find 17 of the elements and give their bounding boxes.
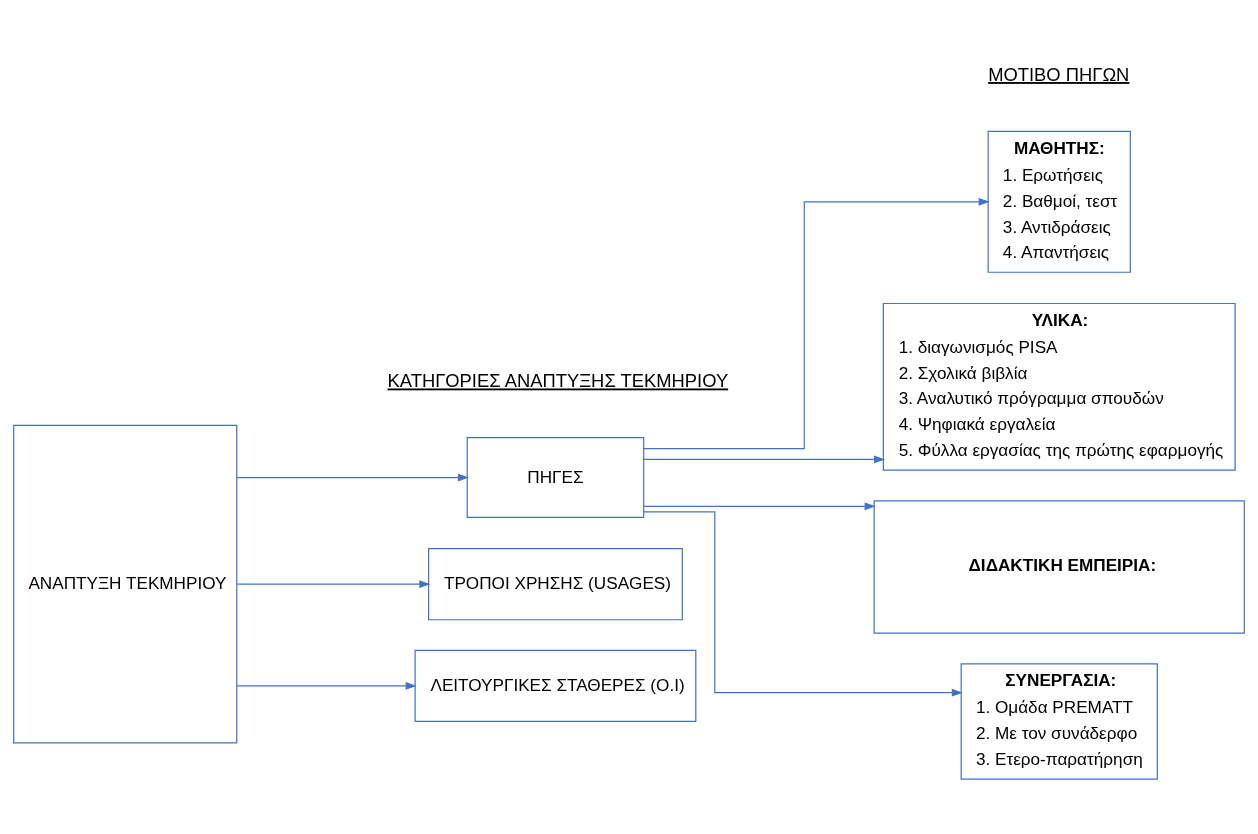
arrow bbox=[643, 197, 990, 449]
arrow bbox=[236, 681, 417, 690]
arrow bbox=[643, 455, 886, 463]
node-box: ΛΕΙΤΟΥΡΓΙΚΕΣ ΣΤΑΘΕΡΕΣ (Ο.Ι) bbox=[414, 649, 697, 722]
node-box: ΣΥΝΕΡΓΑΣΙΑ: 1. Ομάδα PREMATT 2. Με τον συνάδερφο 3. Ετερο-παρατήρηση bbox=[960, 662, 1158, 780]
arrow bbox=[236, 473, 469, 481]
node-box: ΤΡΟΠΟΙ ΧΡΗΣΗΣ (USAGES) bbox=[427, 547, 683, 620]
label: ΜΟΤΙΒΟ ΠΗΓΩΝ bbox=[988, 63, 1130, 85]
node-box: ΥΛΙΚΑ: 1. διαγωνισμός PISA 2. Σχολικά βιβλία 3. Αναλυτικό πρόγραμμα σπουδών 4. Ψηφιακά εργαλεία 5. Φύλλα εργασίας της πρώτης εφαρμογής bbox=[882, 302, 1236, 471]
label: ΚΑΤΗΓΟΡΙΕΣ ΑΝΑΠΤΥΞΗΣ ΤΕΚΜΗΡΙΟΥ bbox=[387, 369, 729, 391]
node-box: ΔΙΔΑΚΤΙΚΗ ΕΜΠΕΙΡΙΑ: bbox=[873, 499, 1245, 634]
arrow bbox=[643, 510, 963, 697]
arrow bbox=[236, 579, 431, 588]
node-box: ΠΗΓΕΣ bbox=[466, 436, 645, 518]
node-box: ΑΝΑΠΤΥΞΗ ΤΕΚΜΗΡΙΟΥ bbox=[13, 424, 238, 744]
arrow bbox=[643, 502, 876, 510]
node-box: ΜΑΘΗΤΗΣ: 1. Ερωτήσεις 2. Βαθμοί, τεστ 3. Αντιδράσεις 4. Απαντήσεις bbox=[987, 130, 1131, 273]
